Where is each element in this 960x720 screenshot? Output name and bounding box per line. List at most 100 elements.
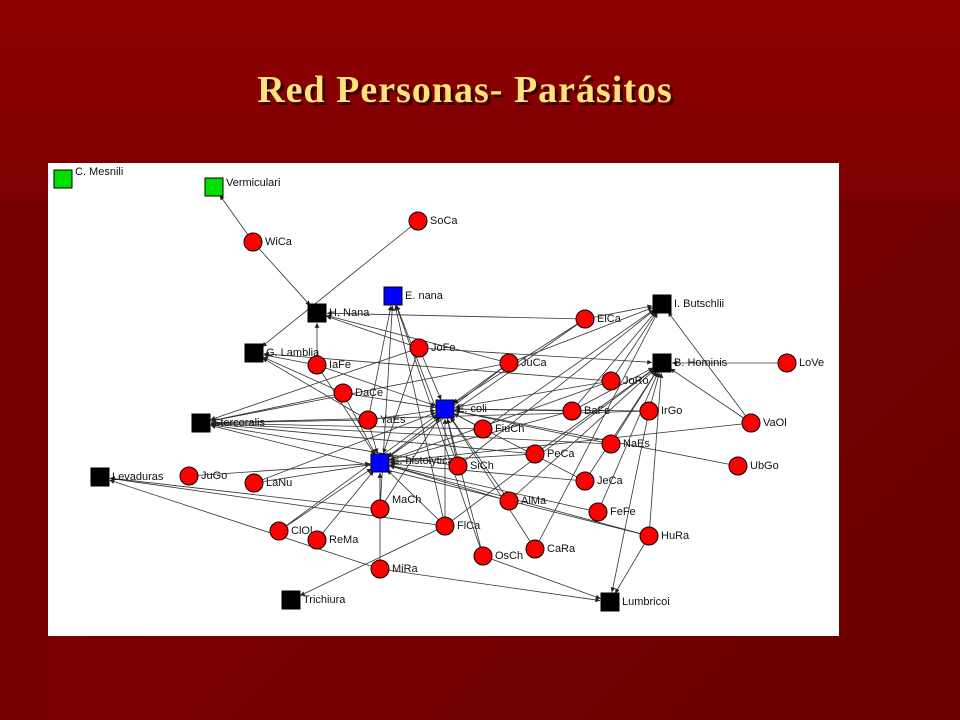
node-iafe[interactable]: IaFe [307,355,351,375]
node-vermiculari[interactable]: Vermiculari [204,177,280,197]
node-label: VaOl [763,417,787,429]
person-marker [777,353,797,373]
node-label: HuRa [661,530,690,542]
node-levaduras[interactable]: Levaduras [90,467,164,487]
edge-mach-to-e-coli [379,417,440,510]
person-marker [370,559,390,579]
person-marker [435,516,455,536]
edge-bafe-to-i-butschlii [571,311,656,412]
node-clol[interactable]: ClOl [269,521,312,541]
person-marker [728,456,748,476]
node-label: Trichiura [303,594,346,606]
node-fiuch[interactable]: FiuCh [473,419,524,439]
node-mach[interactable]: MaCh [370,494,421,519]
node-label: E. nana [405,290,444,302]
edge-alma-to-b-hominis [508,369,655,502]
node-e-nana[interactable]: E. nana [383,286,444,306]
parasite-marker [307,303,327,323]
node-irgo[interactable]: IrGo [639,401,682,421]
node-label: NaEs [623,438,650,450]
parasite-marker [383,286,403,306]
node-jugo[interactable]: JuGo [179,466,227,486]
parasite-marker [370,453,390,473]
node-c-mesnili[interactable]: C. Mesnili [53,166,123,189]
node-yaes[interactable]: YaEs [358,410,406,430]
person-marker [243,232,263,252]
node-dace[interactable]: DaCe [333,383,383,403]
node-label: ElCa [597,313,622,325]
node-cara[interactable]: CaRa [525,539,576,559]
edge-vaol-to-b-hominis [670,368,752,424]
node-flca[interactable]: FlCa [435,516,481,536]
node-lanu[interactable]: LaNu [244,473,292,493]
node-g-lamblia[interactable]: G. Lamblia [244,343,320,363]
edge-flca-to-e-histolytica [386,469,446,527]
edge-clol-to-e-coli [278,414,438,532]
edge-elca-to-i-butschlii [584,304,653,320]
edge-jeca-to-e-histolytica [389,461,586,482]
node-b-hominis[interactable]: B. Hominis [652,353,728,373]
node-jofe[interactable]: JoFe [409,338,455,358]
node-sich[interactable]: SiCh [448,456,494,476]
node-label: JuCa [521,357,548,369]
node-juca[interactable]: JuCa [499,353,548,373]
person-marker [601,434,621,454]
node-e-histolytica[interactable]: E. histolytica [370,453,455,473]
node-osch[interactable]: OsCh [473,546,523,566]
person-marker [358,410,378,430]
edge-yaes-to-stercoralis [210,419,369,426]
node-label: JoRo [623,375,649,387]
person-marker [473,419,493,439]
edge-hura-to-stercoralis [210,424,650,537]
edge-dace-to-e-histolytica [342,392,376,455]
edge-hura-to-b-hominis [648,372,664,537]
node-naes[interactable]: NaEs [601,434,650,454]
node-joro[interactable]: JoRo [601,371,649,391]
node-wica[interactable]: WiCa [243,232,293,252]
parasite-marker [600,592,620,612]
node-rema[interactable]: ReMa [307,530,359,550]
node-label: DaCe [355,387,383,399]
node-peca[interactable]: PeCa [525,444,575,464]
node-lumbricoi[interactable]: Lumbricoi [600,592,670,612]
edge-sich-to-e-nana [396,305,459,467]
edge-rema-to-e-histolytica [316,470,374,541]
node-jeca[interactable]: JeCa [575,471,624,491]
edge-vaol-to-e-histolytica [389,422,752,464]
edge-osch-to-lumbricoi [482,555,601,600]
person-marker [575,309,595,329]
edge-wica-to-vermiculari [219,194,254,243]
edge-flca-to-e-nana [393,305,446,527]
edge-dace-to-stercoralis [210,392,344,423]
node-e-coli[interactable]: E. coli [435,399,487,419]
node-label: JoFe [431,342,455,354]
node-stercoralis[interactable]: Stercoralis [191,413,265,433]
person-marker [639,526,659,546]
node-mira[interactable]: MiRa [370,559,419,579]
node-soca[interactable]: SoCa [408,211,458,231]
edge-vaol-to-i-butschlii [667,311,752,424]
person-marker [179,466,199,486]
edge-jofe-to-stercoralis [210,347,420,421]
node-fefe[interactable]: FeFe [588,502,636,522]
parasite-marker [204,177,224,197]
node-love[interactable]: LoVe [777,353,824,373]
node-vaol[interactable]: VaOl [741,413,787,433]
node-label: AlMa [521,495,547,507]
node-elca[interactable]: ElCa [575,309,622,329]
edge-lanu-to-e-coli [253,412,436,484]
node-ubgo[interactable]: UbGo [728,456,779,476]
edge-cara-to-e-coli [450,417,536,550]
edge-jofe-to-b-hominis [418,347,653,365]
edge-naes-to-e-coli [454,409,612,445]
node-bafe[interactable]: BaFe [562,401,610,421]
person-marker [448,456,468,476]
node-trichiura[interactable]: Trichiura [281,590,346,610]
node-i-butschlii[interactable]: I. Butschlii [652,294,724,314]
edge-alma-to-e-coli [450,416,510,502]
node-hura[interactable]: HuRa [639,526,690,546]
node-alma[interactable]: AlMa [499,491,547,511]
node-label: JeCa [597,475,624,487]
node-label: IrGo [661,405,682,417]
node-h-nana[interactable]: H. Nana [307,303,370,323]
